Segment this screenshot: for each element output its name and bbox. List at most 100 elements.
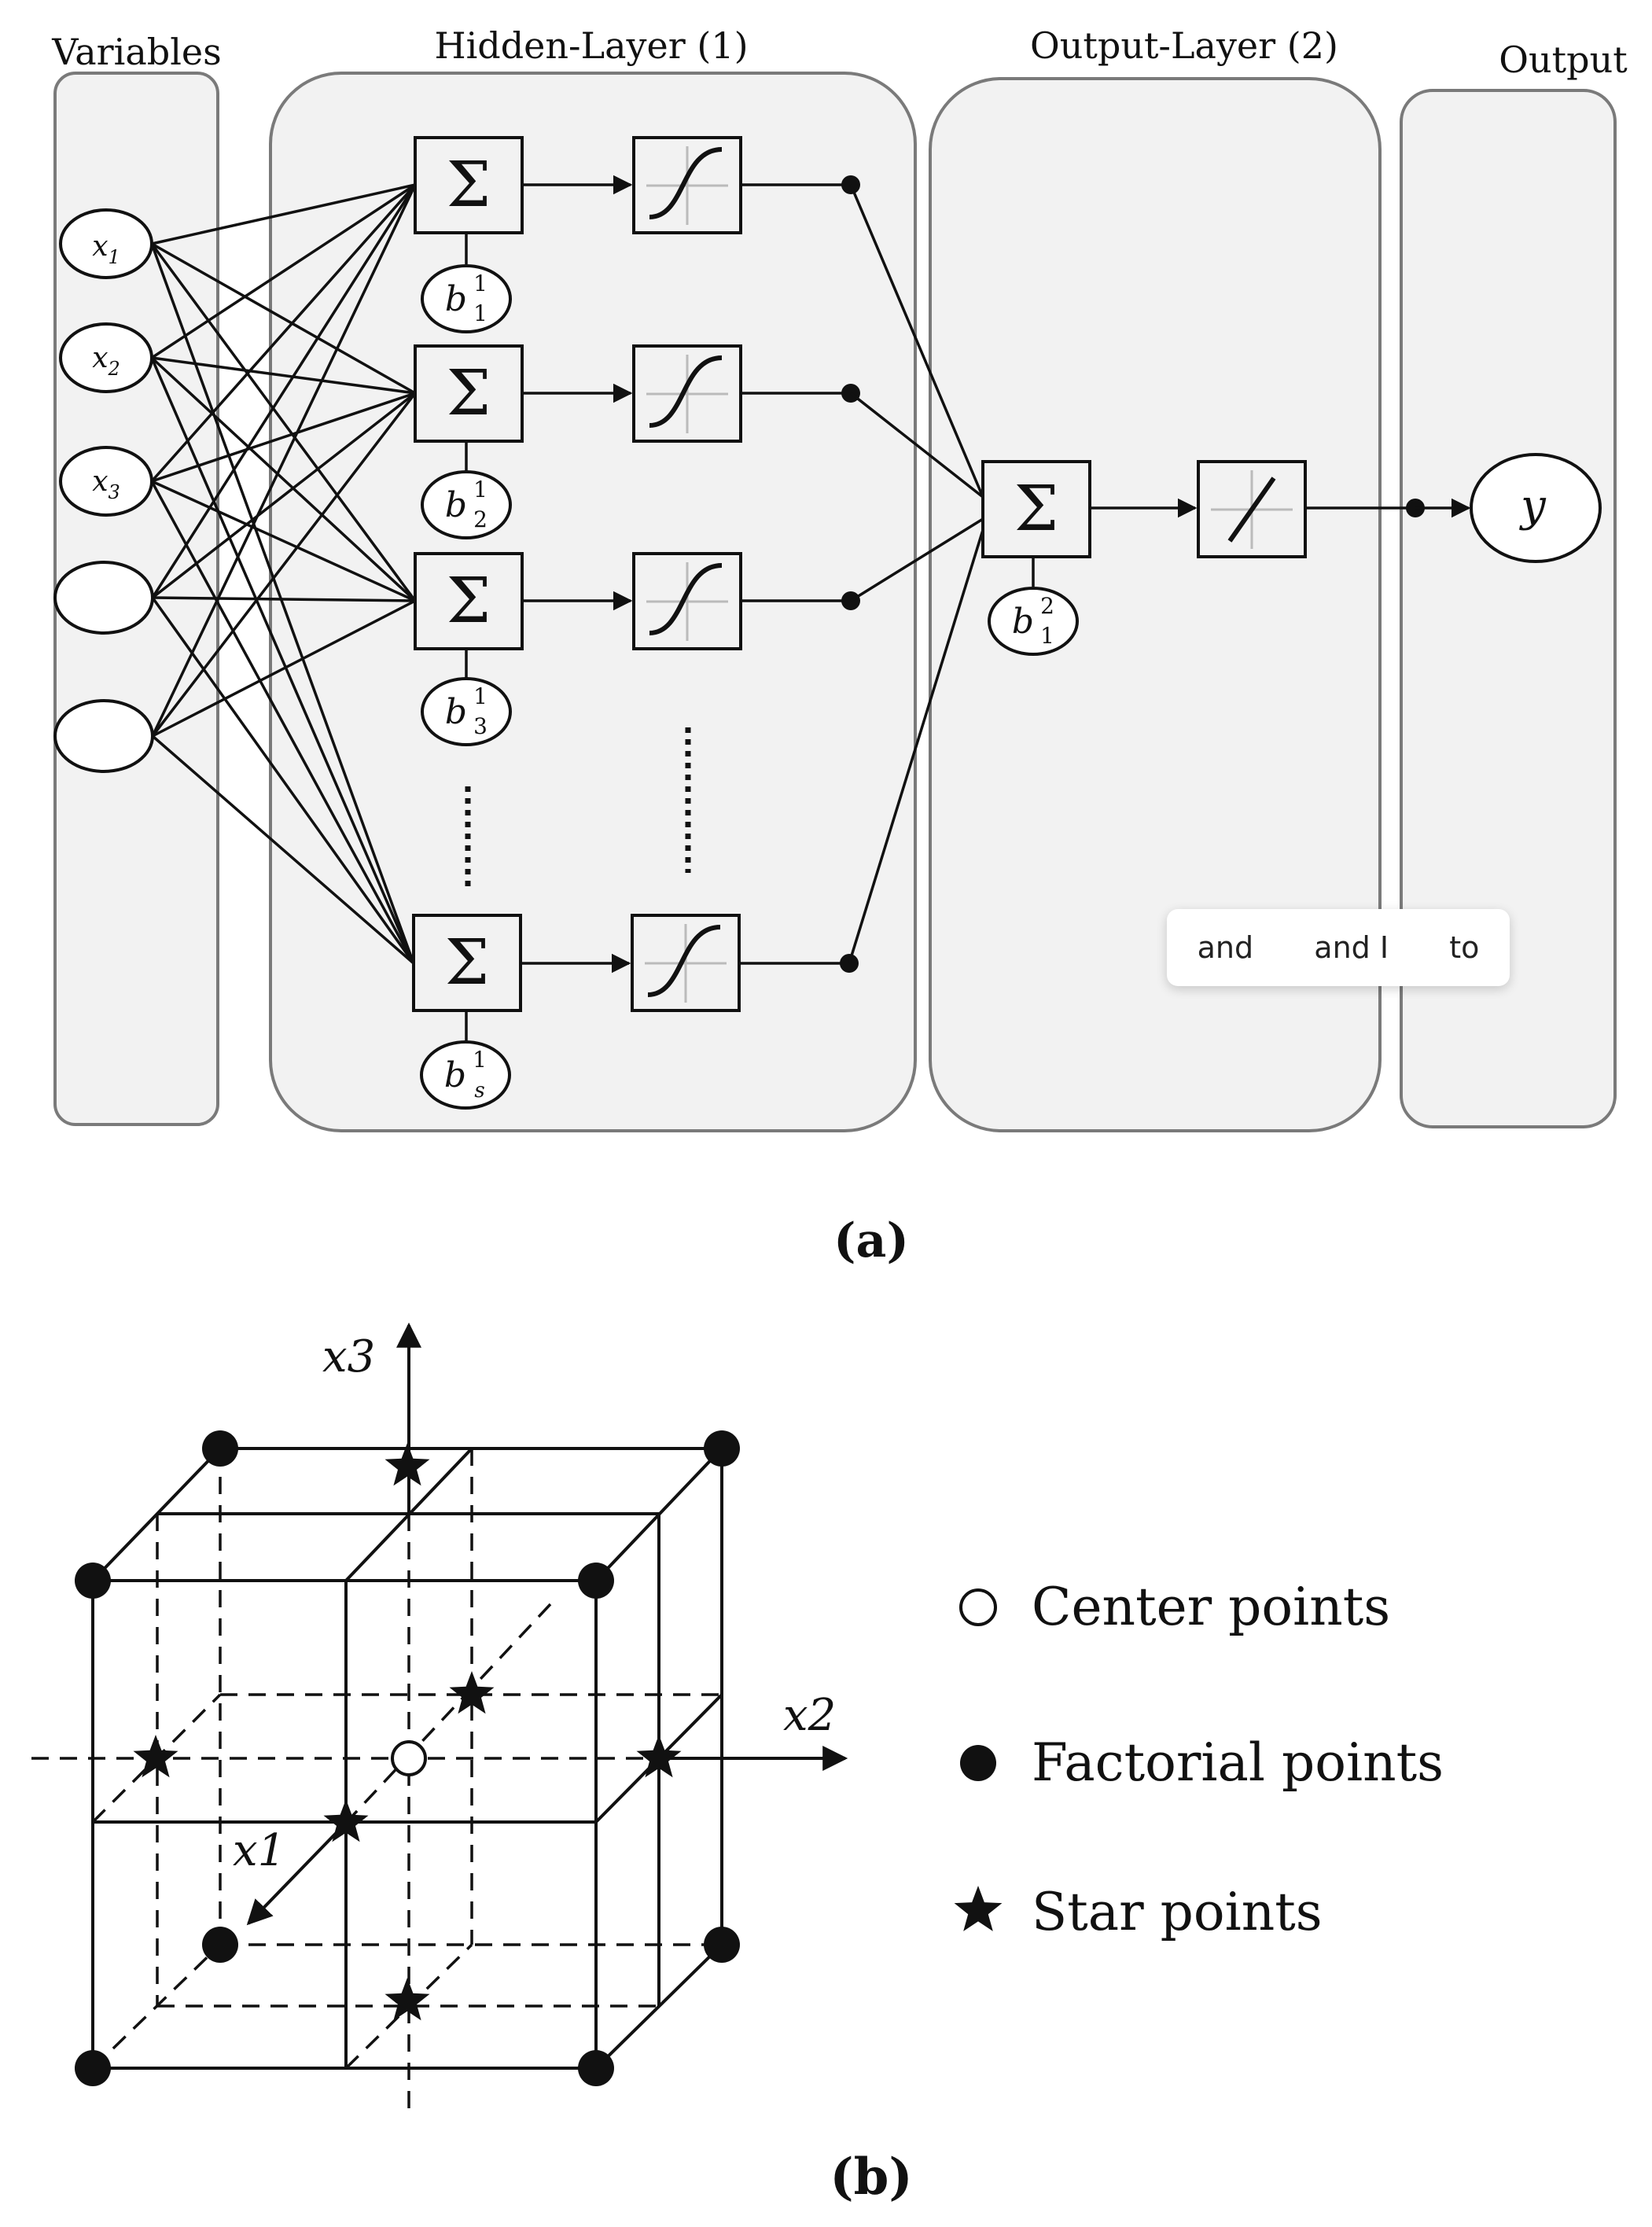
linear-icon bbox=[1197, 460, 1307, 558]
factorial-point bbox=[75, 2050, 111, 2086]
input-node: x1 bbox=[59, 208, 153, 279]
svg-text:Σ: Σ bbox=[1014, 472, 1059, 545]
connection-wire bbox=[151, 596, 415, 965]
connection-wire bbox=[151, 734, 415, 965]
svg-text:Σ: Σ bbox=[445, 926, 490, 999]
svg-text:1: 1 bbox=[473, 477, 488, 502]
svg-text:1: 1 bbox=[473, 683, 488, 709]
output-neuron: Σ b 2 1 bbox=[981, 460, 1091, 656]
star-point bbox=[384, 1978, 430, 2021]
connection-wire bbox=[151, 242, 416, 395]
x1-label: x1 bbox=[233, 1825, 285, 1876]
sigmoid-icon bbox=[631, 914, 741, 1012]
connection-wire bbox=[150, 183, 417, 483]
svg-text:3: 3 bbox=[473, 713, 488, 739]
star-icon bbox=[954, 1886, 1003, 1931]
center-point bbox=[391, 1740, 427, 1776]
x2-label: x2 bbox=[783, 1690, 836, 1741]
svg-text:s: s bbox=[474, 1079, 484, 1102]
suggestion-item[interactable]: and I bbox=[1314, 930, 1389, 965]
legend-label: Star points bbox=[1032, 1882, 1323, 1942]
factorial-point bbox=[578, 1563, 614, 1599]
svg-text:2: 2 bbox=[1040, 593, 1054, 619]
legend-label: Center points bbox=[1032, 1577, 1390, 1637]
svg-text:2: 2 bbox=[473, 506, 488, 532]
connection-wire bbox=[151, 183, 416, 245]
legend-label: Factorial points bbox=[1032, 1732, 1444, 1793]
sum-symbol: Σ bbox=[447, 148, 491, 221]
svg-text:1: 1 bbox=[473, 271, 488, 296]
output-header: Output bbox=[1499, 39, 1628, 81]
connection-wire bbox=[151, 392, 416, 483]
filled-circle-icon bbox=[960, 1745, 996, 1781]
star-point bbox=[384, 1443, 430, 1486]
x1-axis-dashed bbox=[344, 1603, 552, 1824]
star-point bbox=[323, 1799, 369, 1842]
factorial-point bbox=[704, 1927, 740, 1963]
output-layer-header: Output-Layer (2) bbox=[1030, 24, 1338, 67]
panel-a-caption: (a) bbox=[833, 1213, 909, 1268]
star-point bbox=[636, 1735, 682, 1778]
suggestion-item[interactable]: and bbox=[1197, 930, 1254, 965]
connection-wire bbox=[151, 392, 417, 599]
connection-wire bbox=[151, 183, 416, 359]
connection-wire bbox=[151, 480, 416, 602]
suggestion-item[interactable]: to bbox=[1449, 930, 1480, 965]
input-hidden-connections bbox=[150, 183, 417, 965]
factorial-point bbox=[578, 2050, 614, 2086]
connection-wire bbox=[150, 242, 417, 602]
output-node: y bbox=[1470, 453, 1602, 563]
panel-b: x3 x2 x1 Center points Factorial points … bbox=[31, 1322, 1444, 2207]
hidden-layer-header: Hidden-Layer (1) bbox=[434, 24, 748, 67]
connection-wire bbox=[151, 392, 417, 738]
connection-wire bbox=[150, 356, 417, 602]
svg-text:1: 1 bbox=[1040, 623, 1054, 649]
bias-label: b bbox=[445, 279, 467, 319]
legend: Center points Factorial points Star poin… bbox=[954, 1577, 1444, 1942]
x3-label: x3 bbox=[322, 1331, 375, 1382]
svg-text:b: b bbox=[445, 485, 467, 525]
svg-text:1: 1 bbox=[473, 300, 488, 326]
factorial-point bbox=[704, 1430, 740, 1467]
variables-header: Variables bbox=[51, 31, 222, 73]
open-circle-icon bbox=[959, 1588, 997, 1626]
svg-text:b: b bbox=[445, 692, 467, 732]
star-points bbox=[133, 1443, 682, 2021]
factorial-point bbox=[75, 1563, 111, 1599]
star-point bbox=[133, 1735, 178, 1778]
svg-text:Σ: Σ bbox=[447, 356, 491, 429]
output-panel bbox=[1400, 89, 1617, 1128]
svg-text:x2: x2 bbox=[92, 342, 120, 380]
suggestion-bar: and and I to bbox=[1167, 909, 1510, 986]
output-layer-panel bbox=[929, 77, 1382, 1132]
panel-b-caption: (b) bbox=[830, 2148, 912, 2207]
connection-wire bbox=[151, 184, 417, 737]
sigmoid-icon bbox=[632, 552, 742, 650]
svg-text:y: y bbox=[1518, 480, 1547, 532]
svg-text:b: b bbox=[444, 1055, 466, 1095]
sigmoid-icon bbox=[632, 136, 742, 234]
svg-text:1: 1 bbox=[473, 1047, 487, 1073]
factorial-point bbox=[202, 1927, 238, 1963]
star-point bbox=[449, 1671, 495, 1714]
connection-wire bbox=[152, 599, 416, 738]
factorial-point bbox=[202, 1430, 238, 1467]
hidden-neuron: Σ b 1 2 bbox=[414, 344, 524, 539]
input-node bbox=[53, 699, 154, 773]
svg-text:x1: x1 bbox=[92, 230, 120, 268]
panel-a: Variables Hidden-Layer (1) Output-Layer … bbox=[51, 24, 1628, 1268]
connection-wire bbox=[152, 596, 416, 602]
factorial-points bbox=[75, 1430, 740, 2086]
x1-axis bbox=[246, 1821, 348, 1926]
input-node bbox=[53, 561, 154, 635]
connection-wire bbox=[151, 356, 416, 395]
hidden-neuron: Σ b 1 1 bbox=[414, 136, 524, 333]
hidden-neuron: Σ b 1 s bbox=[412, 914, 522, 1110]
connection-wire bbox=[150, 480, 415, 964]
connection-wire bbox=[150, 357, 415, 964]
input-node: x3 bbox=[59, 446, 153, 517]
svg-text:b: b bbox=[1012, 602, 1034, 642]
connection-wire bbox=[151, 184, 417, 598]
svg-text:x3: x3 bbox=[92, 466, 120, 503]
